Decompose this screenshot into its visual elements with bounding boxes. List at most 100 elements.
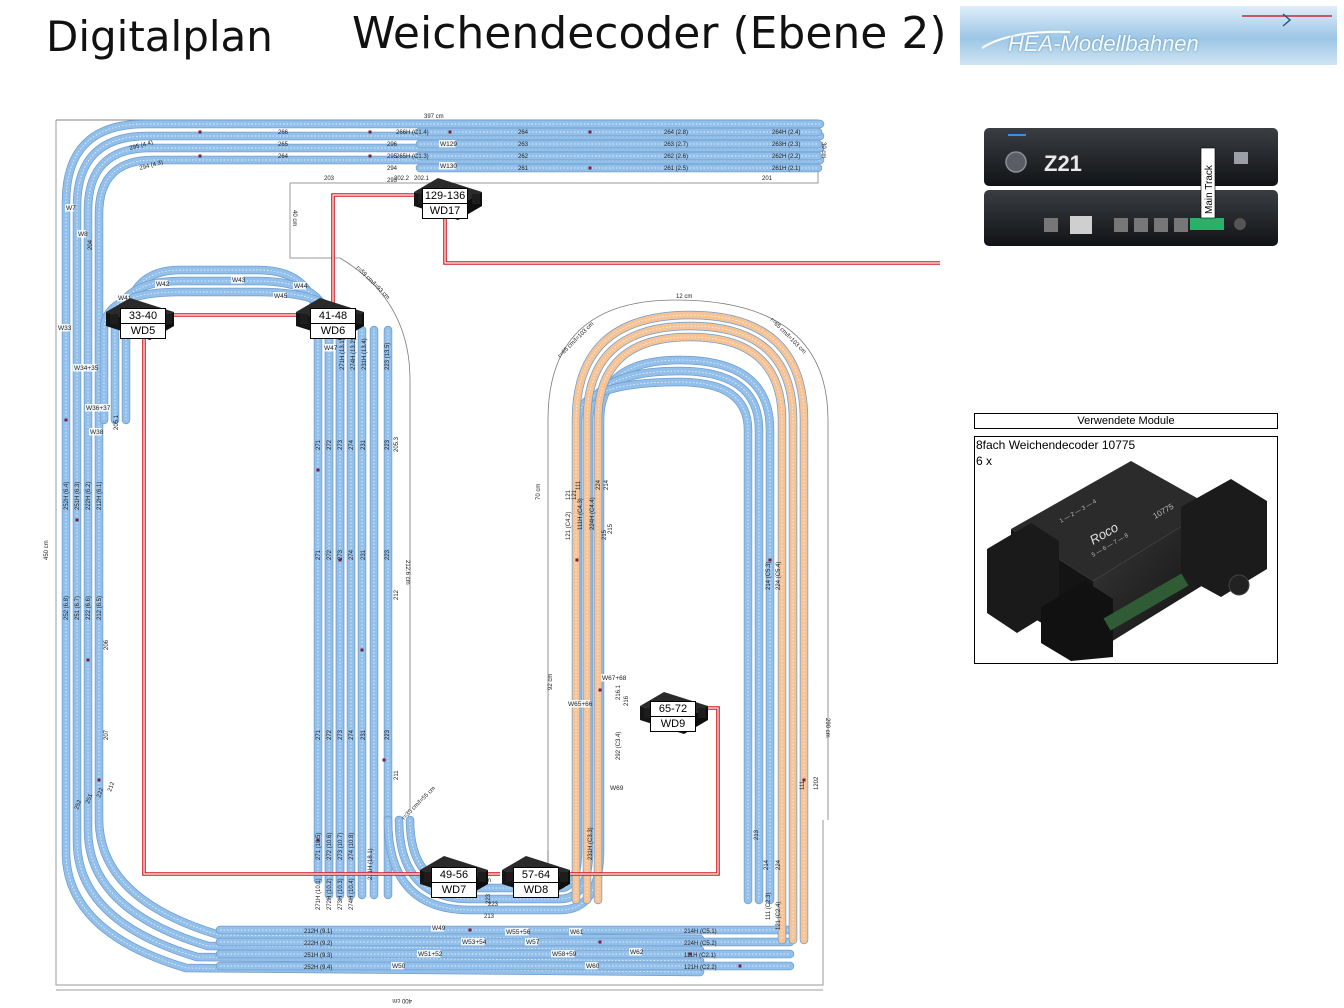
track-number-right-loop-lower: 214: [764, 859, 770, 870]
switch-label-bg: [155, 280, 168, 288]
dimension-inner-top: 40 cm: [291, 210, 297, 226]
track-number-right-loop-lower: 111 (C2.3): [766, 893, 772, 920]
switch-label-bg: [551, 950, 575, 958]
section-tick-6: [368, 154, 372, 158]
track-number-left: 212 (6.5): [97, 596, 103, 620]
switch-label-bg: [323, 344, 336, 352]
section-tick-11: [97, 778, 101, 782]
track-number-single: 224: [596, 479, 602, 490]
track-number-top-inner: 296: [387, 142, 398, 148]
decoder-address: 41-48: [310, 308, 356, 324]
decoder-address: 49-56: [431, 867, 477, 883]
left-oval-track-1-centerline: [125, 269, 319, 880]
track-number-single: 1202: [814, 776, 820, 790]
track-number-top-left: 264: [278, 154, 289, 160]
switch-label-w55+56: W55+56: [506, 929, 531, 936]
track-number-center-mid: 271: [316, 549, 322, 560]
track-number-center-upper: 231H (13.4): [362, 338, 368, 370]
track-number-center-mid: 274: [349, 549, 355, 560]
track-number-bottom-mid: 216: [624, 695, 630, 706]
decoder-wiring: [142, 193, 940, 876]
orange-loop-track-3-edge: [593, 332, 787, 945]
dimension-top-right: 30 cm: [820, 142, 826, 158]
track-number-single: 213: [754, 829, 760, 840]
track-number-center-mid: 272: [327, 549, 333, 560]
track-number-left: 251 (6.7): [75, 596, 81, 620]
track-number-top-right-h: 261H (2.1): [772, 166, 800, 172]
track-number-bottom-mid: 223: [488, 902, 499, 908]
z21-stop-button-icon[interactable]: [1005, 151, 1027, 173]
track-number-center-lower-num: 274 (10.8): [349, 833, 355, 860]
track-number-center-lower: 271: [316, 729, 322, 740]
track-number-center-lower-h: 273H (10.3): [338, 878, 344, 910]
track-number-center-upper: 223 (13.5): [385, 343, 391, 370]
track-number-left-h: 222H (6.2): [86, 482, 92, 510]
track-number-right-loop: 224 (C5.4): [776, 562, 782, 590]
track-number-bottom-mid: 215: [602, 529, 608, 540]
track-number-top-right: 261 (2.5): [664, 166, 688, 172]
track-number-center-lower: 273: [338, 729, 344, 740]
track-number-top-right-h: 264H (2.4): [772, 130, 800, 136]
track-number-single: 205.1: [114, 414, 120, 430]
switch-label-w61: W61: [570, 929, 584, 936]
track-number-left-h: 251H (6.3): [75, 482, 81, 510]
wire-wd8-wd9-inner: [568, 707, 719, 875]
track-number-top-mid: 264: [518, 130, 529, 136]
outer-track-1-centerline: [65, 123, 820, 973]
track-number-center-upper: 274H (13.2): [351, 338, 357, 370]
track-number-top-left-h: 265H (C1.3): [396, 154, 429, 160]
track-number-center-lower-num: 272 (10.6): [327, 833, 333, 860]
switch-label-bg: [417, 950, 441, 958]
dimension-loop-height: 70 cm: [536, 484, 542, 500]
track-number-center-mid: 223: [385, 549, 391, 560]
outer-track-4-centerline: [98, 159, 820, 940]
switch-label-w51+52: W51+52: [418, 951, 443, 958]
modules-header: Verwendete Module: [974, 413, 1278, 429]
section-tick-10: [86, 658, 90, 662]
left-oval-track-1-edge: [121, 265, 323, 885]
track-number-single: 205.3: [394, 436, 400, 452]
section-tick-23: [688, 952, 692, 956]
module-name: 8fach Weichendecoder 10775: [976, 438, 1136, 452]
section-tick-16: [316, 838, 320, 842]
track-number-top-inner: 293: [387, 178, 398, 184]
track-number-bottom-mid: 231H (C3.3): [588, 827, 594, 860]
section-tick-5: [198, 154, 202, 158]
track-number-center-lower: 274: [349, 729, 355, 740]
track-number-single: 216.1: [616, 684, 622, 700]
track-number-single: 223: [486, 893, 492, 904]
track-number-single: 204: [88, 239, 94, 250]
decoder-name: WD6: [310, 323, 356, 339]
track-number-single: 215: [608, 523, 614, 534]
dimension-top: 397 cm: [424, 114, 444, 120]
track-number-center-lower: 272: [327, 729, 333, 740]
left-oval-track-2-centerline: [114, 280, 330, 880]
track-number-left: 252 (6.8): [64, 596, 70, 620]
outer-track-2-edge: [72, 131, 825, 966]
switch-label-bg: [73, 364, 97, 372]
track-number-center-lower: 231: [361, 729, 367, 740]
page-title: Weichendecoder (Ebene 2): [352, 8, 947, 59]
orange-loop-track-2: [583, 322, 797, 944]
track-number-center-lower-h: 271H (10.1): [316, 878, 322, 910]
inner-loop-track-1-centerline: [387, 359, 771, 911]
switch-label-w50: W50: [392, 963, 406, 970]
switch-label-bg: [629, 948, 642, 956]
section-tick-21: [468, 928, 472, 932]
track-number-bottom-mid: 213: [484, 914, 495, 920]
switch-label-bg: [65, 204, 75, 212]
section-tick-24: [738, 964, 742, 968]
track-number-center: 231: [361, 439, 367, 450]
track-number-top-mid: 263: [518, 142, 529, 148]
module-count: 6 x: [976, 454, 993, 468]
track-number-bottom-h: 251H (9.3): [304, 953, 332, 959]
track-number-center-mid: 273: [338, 549, 344, 560]
section-tick-14: [360, 648, 364, 652]
z21-central-station[interactable]: Z21 Main Track: [984, 124, 1284, 274]
decoder-address: 129-136: [422, 188, 468, 204]
track-number-center-lower-num: 273 (10.7): [338, 833, 344, 860]
modules-box: 8fach Weichendecoder 10775 6 x 1 — 2 — 3…: [974, 436, 1278, 664]
decoder-name: WD5: [120, 323, 166, 339]
switch-label-bg: [85, 404, 109, 412]
dimension-mid: 212.6 cm: [404, 560, 410, 585]
